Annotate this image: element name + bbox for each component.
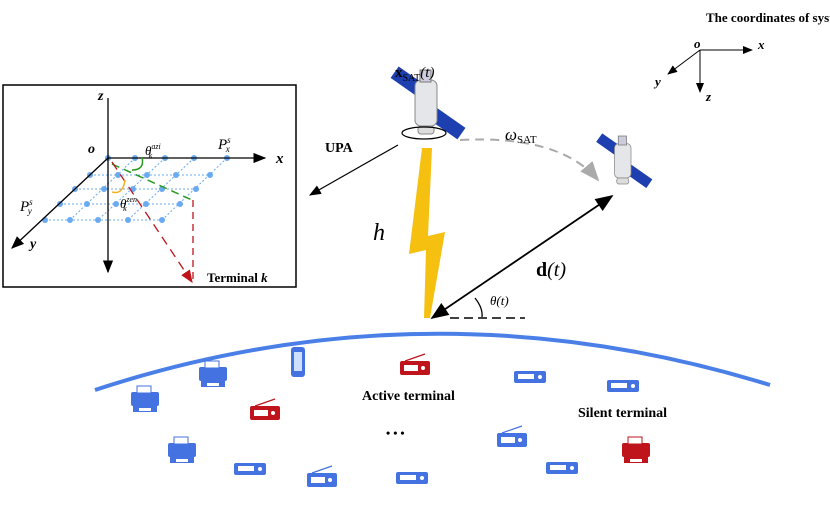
inset-z-label: z — [97, 89, 104, 104]
upa-label: UPA — [325, 141, 354, 156]
coord-title: The coordinates of system — [706, 10, 830, 25]
device-icon — [607, 380, 639, 392]
inset-origin-label: o — [88, 142, 95, 157]
device-icon — [514, 371, 546, 383]
silent-terminals — [130, 347, 639, 488]
omega-sat-label: ωSAT — [505, 125, 537, 146]
coord-o: o — [694, 36, 701, 51]
printer-icon — [130, 385, 160, 413]
device-icon — [234, 463, 266, 475]
satellite-moved-icon — [595, 132, 653, 189]
inset-y-label: y — [28, 237, 37, 252]
printer-icon — [198, 360, 228, 388]
phone-icon — [291, 347, 305, 377]
device-icon — [546, 462, 578, 474]
device-icon — [396, 472, 428, 484]
terminal-k-label: Terminal k — [207, 270, 268, 285]
theta-label: θ(t) — [490, 293, 509, 308]
h-label: h — [373, 220, 385, 246]
d-label: d(t) — [536, 259, 566, 281]
radio-icon — [496, 425, 528, 448]
lightning-bolt-icon — [409, 148, 445, 318]
radio-icon — [399, 353, 431, 376]
inset-x-label: x — [275, 151, 284, 167]
printer-icon — [621, 436, 651, 464]
x-sat-label: xSAT(t) — [395, 65, 434, 84]
radio-icon — [306, 465, 338, 488]
printer-icon — [167, 436, 197, 464]
radio-icon — [249, 398, 281, 421]
upa-antenna-icon — [401, 126, 447, 140]
system-coordinates: The coordinates of system o x y z — [653, 10, 830, 104]
coord-z: z — [705, 89, 712, 104]
silent-terminal-label: Silent terminal — [578, 406, 667, 421]
active-terminal-label: Active terminal — [362, 389, 455, 404]
earth-surface — [94, 331, 771, 392]
ellipsis: • • • — [386, 426, 405, 440]
coord-x: x — [757, 37, 765, 52]
coord-y: y — [653, 74, 661, 89]
